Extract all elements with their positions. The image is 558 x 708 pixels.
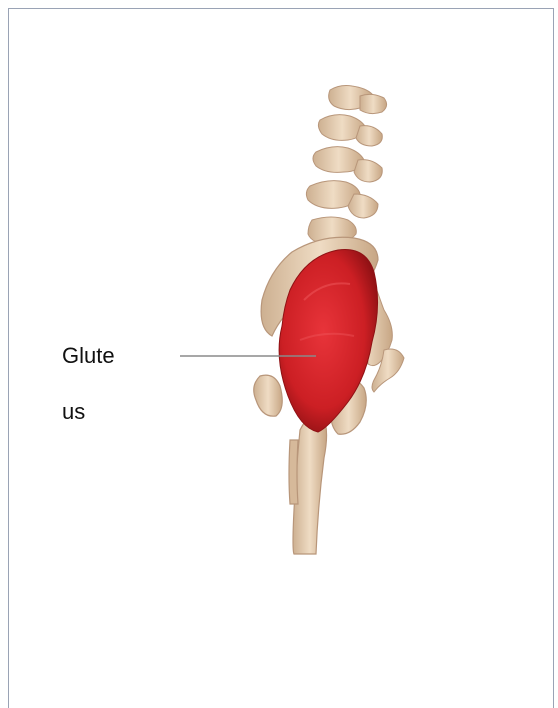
gluteus-label-line2: us: [62, 398, 142, 426]
gluteus-label: Glute us: [62, 314, 142, 454]
gluteus-label-line1: Glute: [62, 342, 142, 370]
spine: [306, 86, 386, 245]
femur: [289, 413, 327, 554]
